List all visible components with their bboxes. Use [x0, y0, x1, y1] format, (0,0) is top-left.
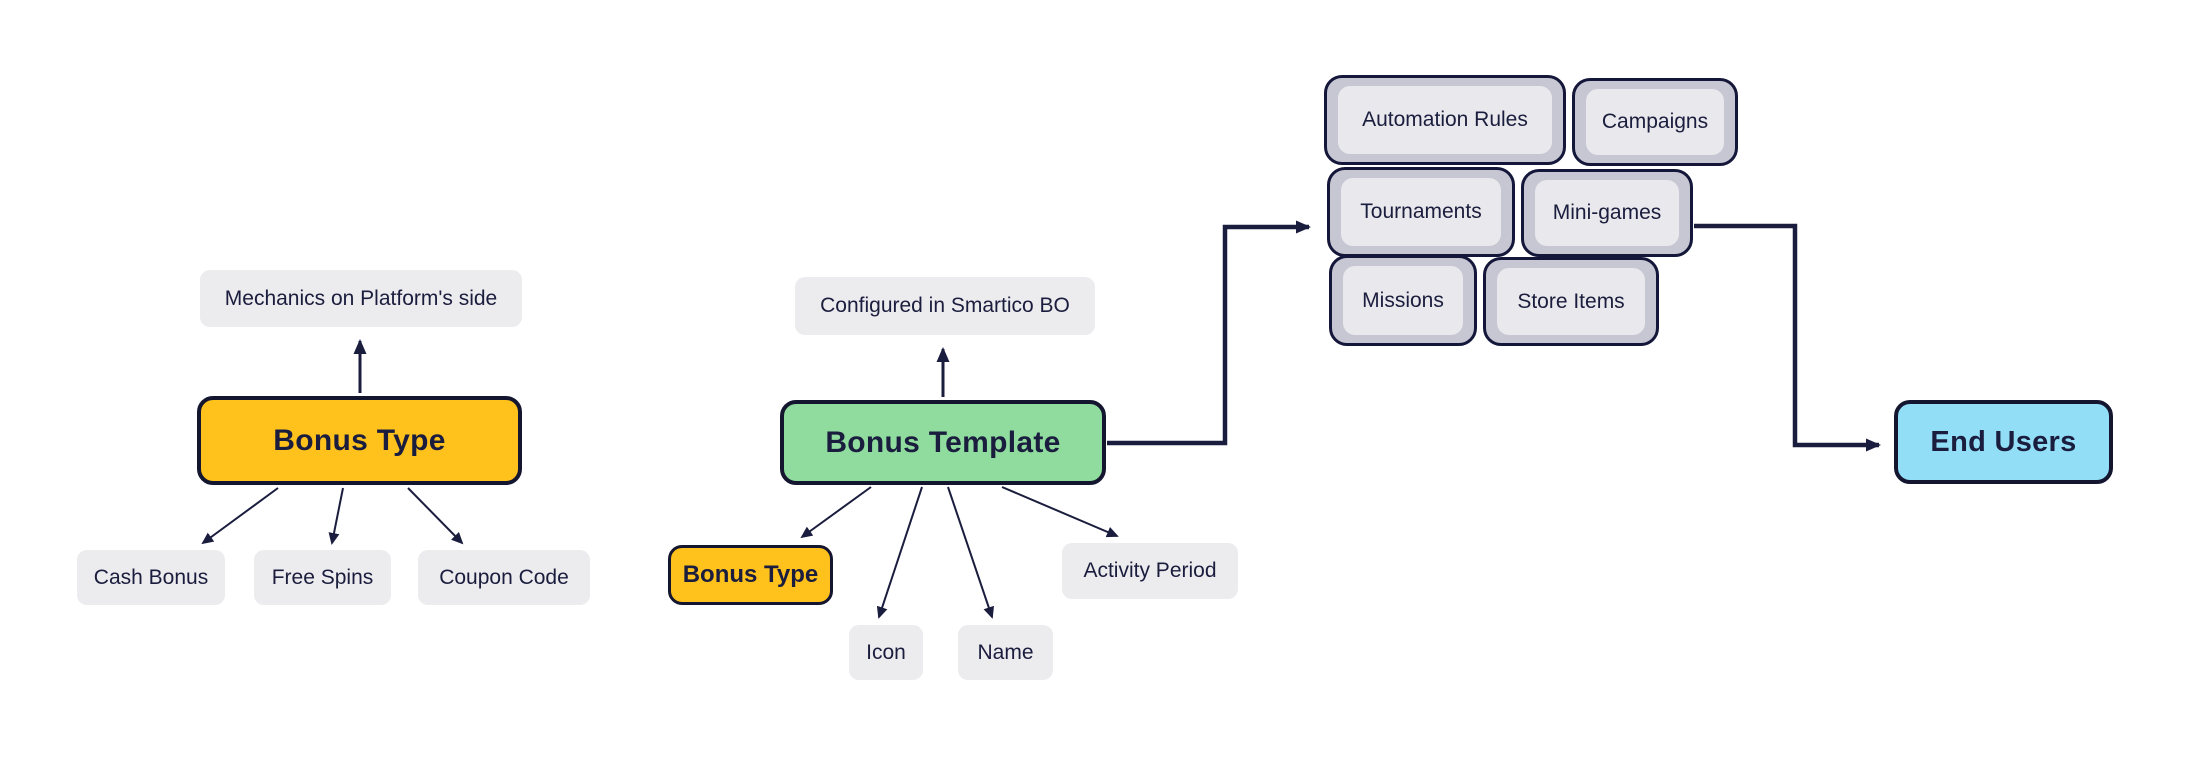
node-activity-period[interactable]: Activity Period — [1062, 543, 1238, 599]
node-cash-bonus-label: Cash Bonus — [93, 565, 209, 589]
node-bonus-type-small[interactable]: Bonus Type — [668, 545, 833, 605]
cluster-tile-mini-games-inner: Mini-games — [1535, 180, 1679, 246]
connector-bonus-template-to-bonus-type — [800, 486, 872, 539]
node-coupon-code[interactable]: Coupon Code — [418, 550, 590, 605]
cluster-tile-tournaments-inner: Tournaments — [1341, 178, 1501, 246]
node-bonus-type-label: Bonus Type — [273, 423, 446, 457]
node-name[interactable]: Name — [958, 625, 1053, 680]
note-mechanics[interactable]: Mechanics on Platform's side — [200, 270, 522, 327]
cluster-tile-campaigns-label: Campaigns — [1601, 110, 1709, 133]
cluster-tile-tournaments[interactable]: Tournaments — [1327, 167, 1515, 257]
cluster-tile-store-items[interactable]: Store Items — [1483, 257, 1659, 346]
cluster-tile-mini-games[interactable]: Mini-games — [1521, 169, 1693, 257]
node-cash-bonus[interactable]: Cash Bonus — [77, 550, 225, 605]
cluster-tile-missions[interactable]: Missions — [1329, 255, 1477, 346]
cluster-tile-campaigns-inner: Campaigns — [1586, 89, 1724, 155]
node-coupon-code-label: Coupon Code — [439, 565, 569, 589]
connector-bonus-template-to-icon — [876, 486, 923, 619]
connector-bonus-type-to-coupon-code — [407, 487, 464, 545]
node-name-label: Name — [977, 640, 1034, 664]
node-bonus-template[interactable]: Bonus Template — [780, 400, 1106, 485]
cluster-tile-campaigns[interactable]: Campaigns — [1572, 78, 1738, 166]
cluster-tile-missions-inner: Missions — [1343, 266, 1463, 335]
connector-bonus-template-to-activity-period — [1001, 486, 1119, 538]
note-configured[interactable]: Configured in Smartico BO — [795, 277, 1095, 335]
cluster-tile-automation-rules-label: Automation Rules — [1362, 108, 1528, 131]
connector-bonus-template-to-name — [947, 486, 995, 619]
node-end-users[interactable]: End Users — [1894, 400, 2113, 484]
cluster-tile-automation-rules-inner: Automation Rules — [1338, 86, 1552, 154]
node-free-spins-label: Free Spins — [271, 565, 374, 589]
node-bonus-type[interactable]: Bonus Type — [197, 396, 522, 485]
note-configured-label: Configured in Smartico BO — [820, 294, 1070, 317]
cluster-tile-mini-games-label: Mini-games — [1552, 201, 1662, 224]
cluster-tile-automation-rules[interactable]: Automation Rules — [1324, 75, 1566, 165]
connector-bonus-type-to-free-spins — [328, 487, 344, 545]
connector-bonus-type-to-cash-bonus — [201, 487, 279, 545]
node-bonus-template-label: Bonus Template — [825, 425, 1061, 459]
note-mechanics-label: Mechanics on Platform's side — [224, 286, 498, 310]
node-end-users-label: End Users — [1930, 425, 2077, 458]
node-icon[interactable]: Icon — [849, 625, 923, 680]
cluster-tile-tournaments-label: Tournaments — [1360, 200, 1482, 223]
connector-bonus-template-to-cluster — [1107, 220, 1311, 446]
node-activity-period-label: Activity Period — [1083, 559, 1217, 582]
node-free-spins[interactable]: Free Spins — [254, 550, 391, 605]
node-icon-label: Icon — [866, 640, 906, 664]
cluster-tile-missions-label: Missions — [1362, 288, 1444, 312]
connector-cluster-to-end-users — [1694, 223, 1881, 452]
cluster-tile-store-items-inner: Store Items — [1497, 268, 1645, 335]
cluster-tile-store-items-label: Store Items — [1517, 289, 1625, 313]
node-bonus-type-small-label: Bonus Type — [682, 561, 819, 588]
